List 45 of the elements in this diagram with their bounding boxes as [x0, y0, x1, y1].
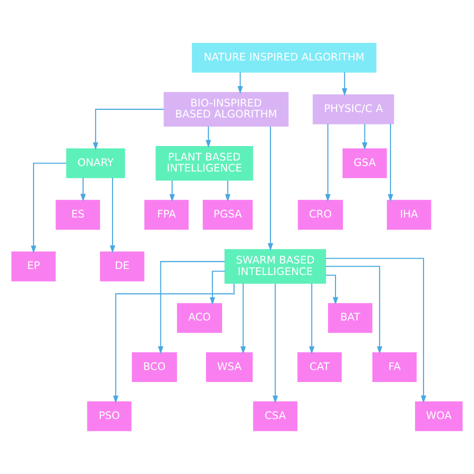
node-box: PSO — [87, 401, 132, 432]
arrow — [326, 258, 426, 404]
arrow — [326, 266, 382, 354]
arrow — [30, 162, 66, 254]
arrow — [342, 72, 348, 96]
arrow — [272, 284, 278, 404]
arrow — [206, 126, 212, 148]
arrow — [325, 124, 331, 202]
node-box: FPA — [144, 200, 189, 230]
arrow — [110, 178, 116, 254]
arrow — [210, 270, 225, 306]
node-box: SWARM BASED INTELLIGENCE — [224, 249, 326, 284]
node-box: WSA — [206, 352, 253, 382]
arrow — [238, 72, 243, 94]
node-box: EP — [11, 252, 56, 282]
arrow — [80, 178, 86, 202]
node-box: CSA — [253, 401, 298, 432]
arrow — [169, 180, 175, 202]
node-box: ONARY — [66, 148, 125, 178]
node-box: BAT — [328, 303, 372, 333]
node-box: IHA — [386, 200, 432, 230]
node-box: BCO — [132, 352, 177, 382]
node-box: PHYSIC/C A — [312, 94, 394, 124]
node-box: DE — [100, 252, 144, 282]
arrow — [309, 284, 314, 354]
arrow — [388, 124, 394, 202]
node-box: WOA — [415, 401, 463, 432]
arrow — [362, 124, 368, 150]
arrow — [225, 180, 230, 202]
node-box: GSA — [342, 148, 387, 178]
arrow — [92, 108, 164, 150]
node-box: BIO-INSPIRED BASED ALGORITHM — [164, 92, 289, 127]
arrow — [113, 284, 235, 404]
arrow — [240, 284, 246, 354]
node-box: FA — [372, 352, 417, 382]
arrow — [326, 274, 338, 305]
node-box: NATURE INSPIRED ALGORITHM — [192, 42, 376, 73]
arrow — [158, 261, 225, 354]
node-box: PLANT BASED INTELLIGENCE — [156, 146, 254, 181]
arrow — [268, 126, 274, 251]
node-box: ES — [56, 200, 100, 230]
node-box: CRO — [298, 200, 343, 230]
node-box: PGSA — [202, 200, 253, 230]
node-box: CAT — [297, 352, 342, 382]
node-box: ACO — [176, 303, 222, 333]
